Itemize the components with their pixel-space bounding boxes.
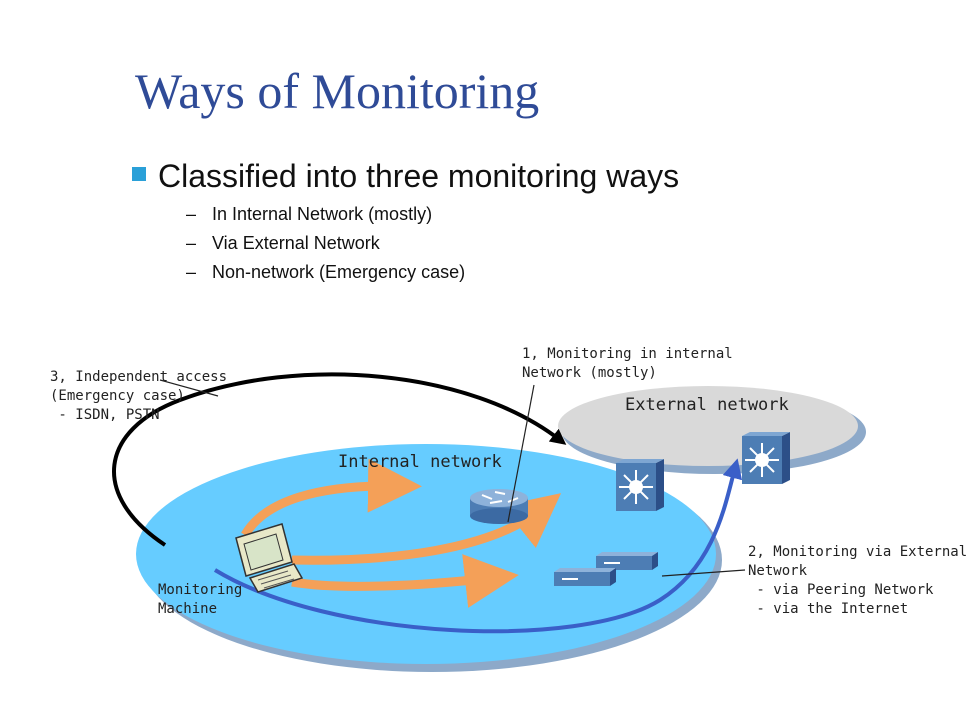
callout-3: 3, Independent access (Emergency case) - … [50, 368, 227, 425]
monitoring-computer-icon [235, 523, 304, 593]
internal-network-label: Internal network [338, 452, 502, 472]
callout-2-leader [661, 569, 746, 577]
main-bullet: Classified into three monitoring ways [132, 158, 679, 195]
sub-bullet: –Via External Network [186, 233, 380, 254]
callout-line: 3, Independent access [50, 369, 228, 385]
page-title: Ways of Monitoring [135, 63, 540, 119]
external-switch-icon [742, 432, 790, 484]
dash-icon: – [186, 233, 197, 253]
callout-line: Network (mostly) [522, 365, 657, 381]
label-line: Machine [158, 601, 218, 617]
orange-arrow-lower [291, 554, 519, 608]
dash-icon: – [186, 204, 197, 224]
callout-line: Network [748, 563, 808, 579]
sub-bullet-text: Non-network (Emergency case) [212, 262, 466, 282]
orange-arrow-upper [241, 458, 422, 538]
callout-line: (Emergency case) [50, 388, 185, 404]
external-network-label: External network [625, 395, 789, 415]
router-icon [470, 489, 528, 524]
label-line: Monitoring [158, 582, 243, 598]
sub-bullet: –In Internal Network (mostly) [186, 204, 432, 225]
external-monitoring-curve [213, 458, 743, 634]
main-bullet-text: Classified into three monitoring ways [158, 158, 680, 194]
sub-bullet-text: Via External Network [212, 233, 380, 253]
sub-bullet: –Non-network (Emergency case) [186, 262, 465, 283]
dash-icon: – [186, 262, 197, 282]
callout-line: - ISDN, PSTN [50, 407, 160, 423]
server-stack-icon [554, 552, 658, 586]
callout-line: 2, Monitoring via External [748, 544, 967, 560]
callout-line: - via the Internet [748, 601, 909, 617]
callout-1-leader [507, 384, 535, 523]
internal-switch-icon [616, 459, 664, 511]
callout-line: - via Peering Network [748, 582, 934, 598]
sub-bullet-text: In Internal Network (mostly) [212, 204, 433, 224]
square-bullet-icon [132, 167, 146, 181]
callout-line: 1, Monitoring in internal [522, 346, 733, 362]
emergency-access-curve [112, 372, 567, 547]
callout-3-leader [159, 379, 219, 397]
orange-arrow-middle [291, 493, 562, 565]
